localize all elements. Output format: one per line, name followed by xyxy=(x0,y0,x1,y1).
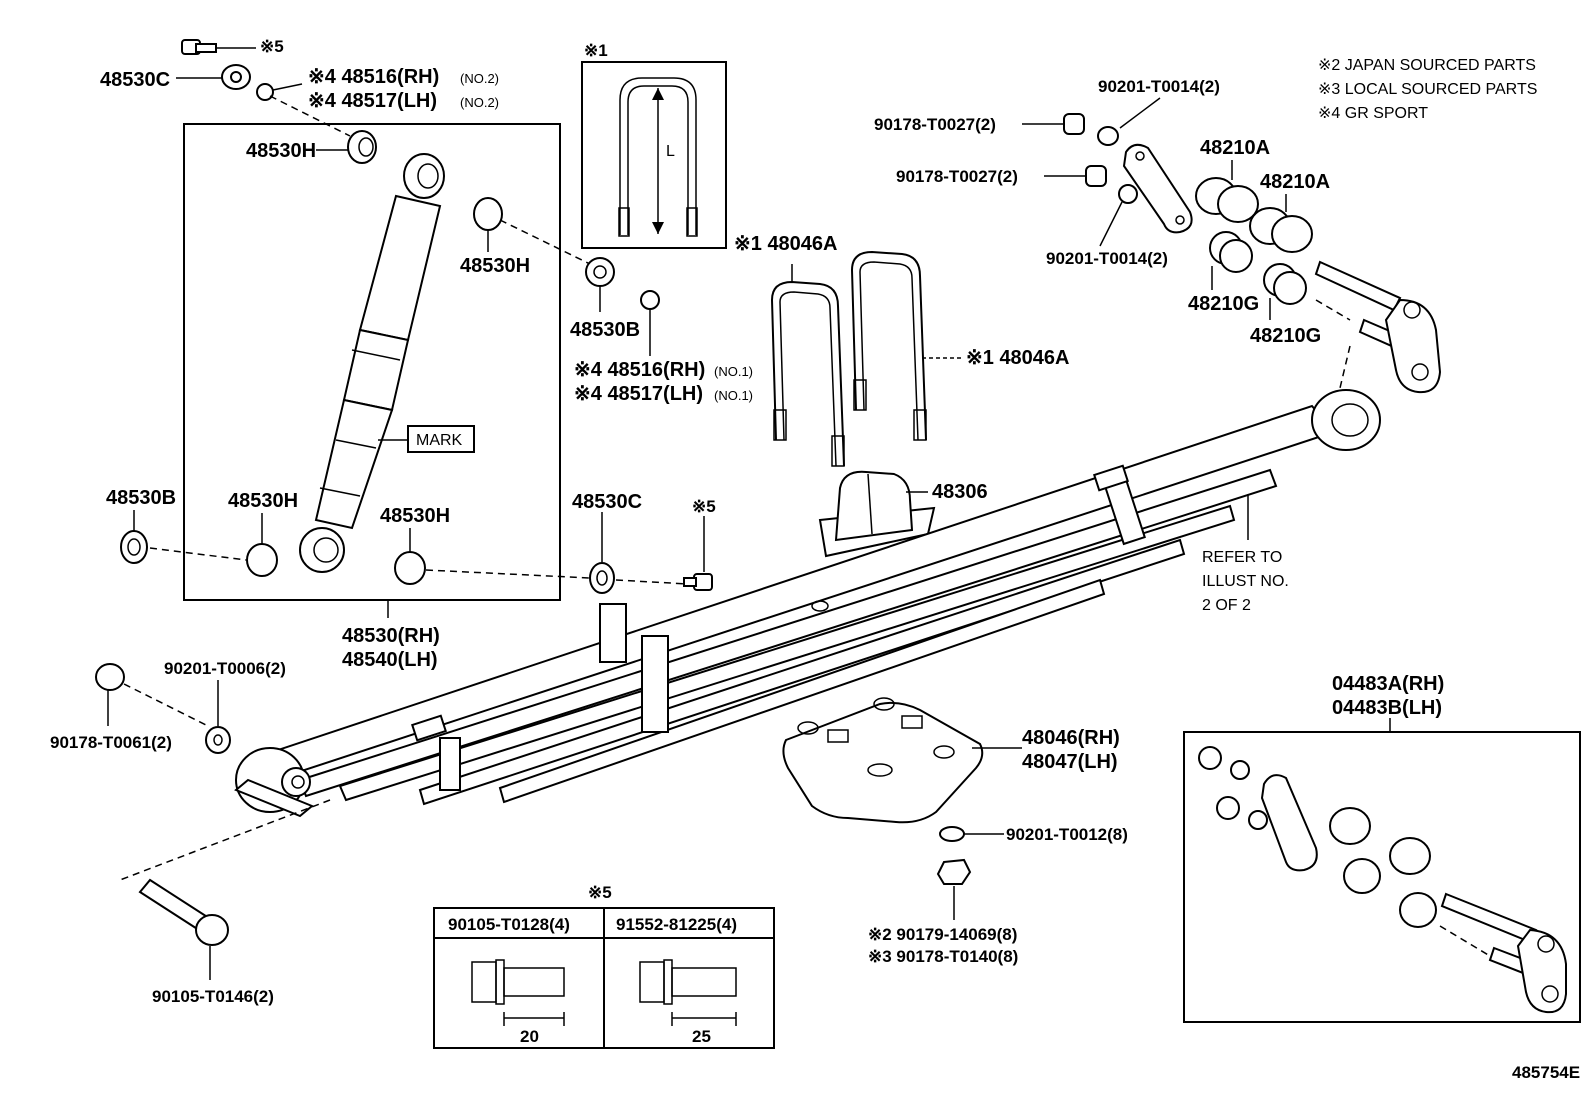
label-no2-b: (NO.2) xyxy=(460,95,499,110)
u-bolt-front-icon xyxy=(770,280,845,467)
nut-90178-t0061-icon xyxy=(95,663,125,691)
nut-90179-icon xyxy=(936,858,972,885)
washer-90201-t0006-icon xyxy=(205,726,231,754)
mark-box xyxy=(407,425,475,453)
label-refer-2: ILLUST NO. xyxy=(1202,573,1289,590)
washer-90201-a-icon xyxy=(1097,126,1119,146)
washer-48530c-bottom-icon xyxy=(589,562,615,594)
label-48210a-b: 48210A xyxy=(1260,171,1330,193)
label-90178-t0027-a: 90178-T0027(2) xyxy=(874,115,996,134)
label-mark1-box: ※1 xyxy=(584,41,608,60)
table-col2-header: 91552-81225(4) xyxy=(616,915,737,934)
label-48530b-b: 48530B xyxy=(106,487,176,509)
label-04483b: 04483B(LH) xyxy=(1332,697,1442,719)
label-48210g-a: 48210G xyxy=(1188,293,1259,315)
top-bolt-icon xyxy=(181,39,217,55)
note-local-sourced: ※3 LOCAL SOURCED PARTS xyxy=(1318,81,1537,98)
label-90201-t0014-a: 90201-T0014(2) xyxy=(1098,77,1220,96)
label-mark5-mid: ※5 xyxy=(692,497,716,516)
label-48530h-c: 48530H xyxy=(228,490,298,512)
shock-absorber-group-box xyxy=(183,123,561,601)
bushing-48530h-top-icon xyxy=(347,130,377,164)
nut-90178-b-icon xyxy=(1085,165,1107,187)
label-48530c-b: 48530C xyxy=(572,491,642,513)
label-48530h-b: 48530H xyxy=(460,255,530,277)
label-mark: MARK xyxy=(416,432,463,449)
label-mark5-top: ※5 xyxy=(260,37,284,56)
label-48046a-b: ※1 48046A xyxy=(966,347,1070,369)
washer-48530b-left-icon xyxy=(120,530,148,564)
table-col1-header: 90105-T0128(4) xyxy=(448,915,570,934)
bolt-25-icon xyxy=(639,959,737,1026)
label-48306: 48306 xyxy=(932,481,988,503)
u-bolt-detail-icon xyxy=(618,77,698,237)
bushing-48530h-right-icon xyxy=(473,197,503,231)
label-no1-b: (NO.1) xyxy=(714,388,753,403)
label-90178-t0061: 90178-T0061(2) xyxy=(50,733,172,752)
table-dim2: 25 xyxy=(692,1027,711,1046)
bushing-48210a-icon xyxy=(1195,177,1313,253)
label-04483a: 04483A(RH) xyxy=(1332,673,1444,695)
label-l-dim: L xyxy=(666,143,675,160)
bushing-48210g-icon xyxy=(1209,231,1307,305)
label-90201-t0014-b: 90201-T0014(2) xyxy=(1046,249,1168,268)
label-48046a-a: ※1 48046A xyxy=(734,233,838,255)
label-refer-1: REFER TO xyxy=(1202,549,1282,566)
note-gr-sport: ※4 GR SPORT xyxy=(1318,105,1428,122)
label-48516-no1: ※4 48516(RH) xyxy=(574,359,705,381)
label-90178-t0027-b: 90178-T0027(2) xyxy=(896,167,1018,186)
washer-90201-t0012-icon xyxy=(939,826,965,842)
bolt-90105-t0146-icon xyxy=(138,878,229,946)
label-48517-no1: ※4 48517(LH) xyxy=(574,383,703,405)
u-bolt-rear-icon xyxy=(850,250,927,441)
figure-id: 485754E xyxy=(1512,1063,1580,1082)
label-48530h-d: 48530H xyxy=(380,505,450,527)
label-90178-t0140: ※3 90178-T0140(8) xyxy=(868,947,1018,966)
bushing-48530h-d-icon xyxy=(394,551,426,585)
label-48516-no2: ※4 48516(RH) xyxy=(308,66,439,88)
label-48530-rh: 48530(RH) xyxy=(342,625,440,647)
label-90105-t0146: 90105-T0146(2) xyxy=(152,987,274,1006)
label-48210g-b: 48210G xyxy=(1250,325,1321,347)
label-90201-t0006: 90201-T0006(2) xyxy=(164,659,286,678)
label-48530c-top: 48530C xyxy=(100,69,170,91)
label-48210a-a: 48210A xyxy=(1200,137,1270,159)
table-dim1: 20 xyxy=(520,1027,539,1046)
label-48530h-a: 48530H xyxy=(246,140,316,162)
label-refer-3: 2 OF 2 xyxy=(1202,597,1251,614)
leaf-spring-icon xyxy=(234,389,1381,818)
label-48046-rh: 48046(RH) xyxy=(1022,727,1120,749)
bolt-20-icon xyxy=(471,959,565,1026)
spring-seat-icon xyxy=(782,697,984,824)
label-48530b-a: 48530B xyxy=(570,319,640,341)
u-bolt-detail-box xyxy=(581,61,727,249)
bump-stopper-icon xyxy=(818,470,936,558)
bushing-48530h-c-icon xyxy=(246,543,278,577)
washer-48530b-icon xyxy=(585,257,615,287)
label-no1-a: (NO.1) xyxy=(714,364,753,379)
label-90201-t0012: 90201-T0012(8) xyxy=(1006,825,1128,844)
nut-mark5-icon xyxy=(683,573,713,591)
washer-48516-icon xyxy=(256,83,274,101)
shackle-pin-plate-icon xyxy=(1314,260,1442,394)
washer-90201-b-icon xyxy=(1118,184,1138,204)
label-48540-lh: 48540(LH) xyxy=(342,649,438,671)
shackle-kit-box xyxy=(1183,731,1581,1023)
label-90179: ※2 90179-14069(8) xyxy=(868,925,1017,944)
note-japan-sourced: ※2 JAPAN SOURCED PARTS xyxy=(1318,57,1536,74)
shock-absorber-icon xyxy=(299,153,445,573)
label-no2-a: (NO.2) xyxy=(460,71,499,86)
shackle-plate-icon xyxy=(1122,143,1193,234)
washer-48516-no1-icon xyxy=(640,290,660,310)
label-48517-no2: ※4 48517(LH) xyxy=(308,90,437,112)
nut-90178-a-icon xyxy=(1063,113,1085,135)
label-48047-lh: 48047(LH) xyxy=(1022,751,1118,773)
label-mark5-table: ※5 xyxy=(588,883,612,902)
shackle-kit-icon xyxy=(1198,746,1567,1014)
